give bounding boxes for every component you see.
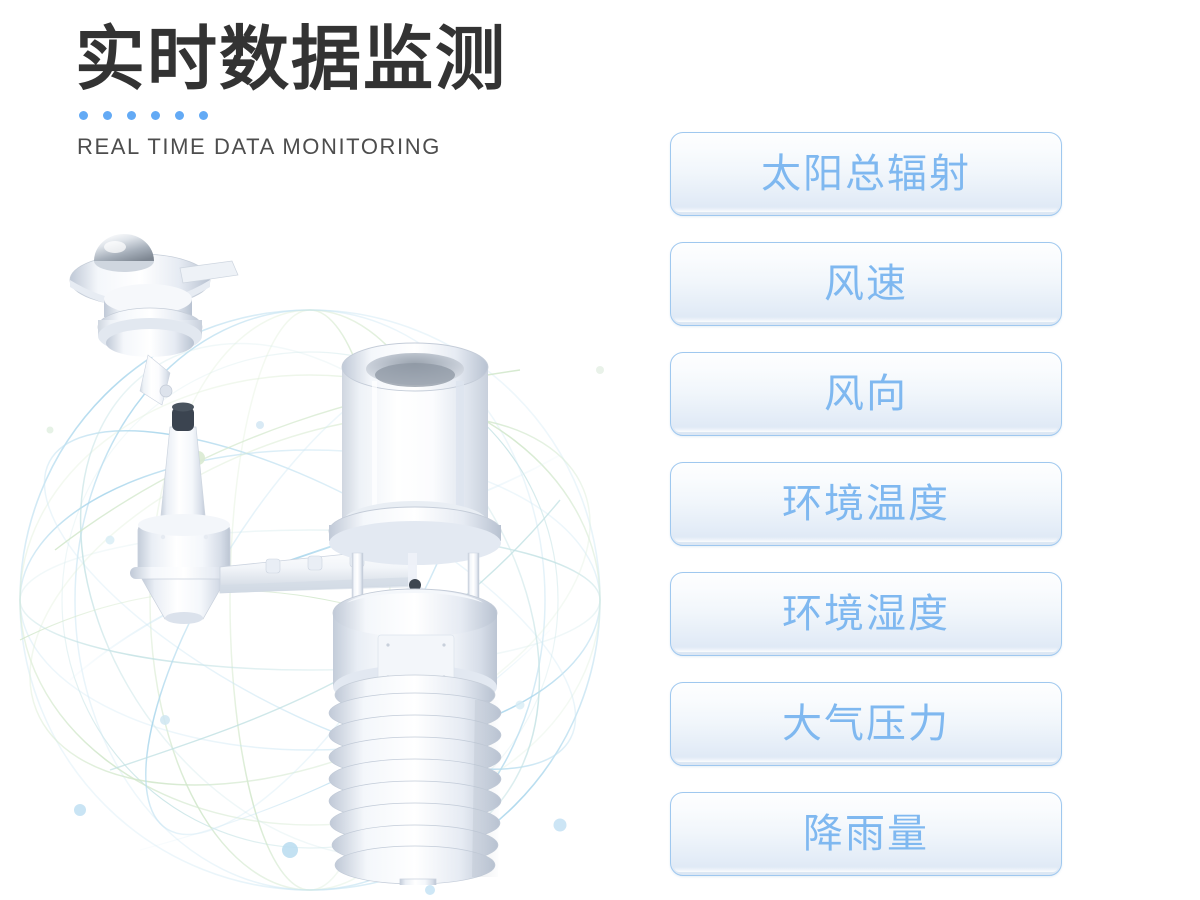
title-dot [151, 111, 160, 121]
title-dot [175, 111, 184, 121]
parameter-button-label: 风向 [824, 371, 908, 417]
page-subtitle: REAL TIME DATA MONITORING [77, 134, 441, 160]
background-globe-decoration [0, 250, 660, 900]
parameter-button-label: 环境湿度 [782, 591, 950, 637]
page-header: 实时数据监测 REAL TIME DATA MONITORING [75, 18, 635, 160]
page-title: 实时数据监测 [75, 18, 507, 100]
parameter-button-label: 太阳总辐射 [761, 151, 971, 197]
post-base-housing [130, 514, 238, 624]
parameter-button-list: 太阳总辐射 风速 风向 环境温度 环境湿度 大气压力 降雨量 [670, 132, 1062, 876]
sensor-post [159, 402, 207, 526]
parameter-button-ambient-temperature[interactable]: 环境温度 [670, 462, 1062, 546]
parameter-button-label: 环境温度 [782, 481, 950, 527]
parameter-button-solar-total-radiation[interactable]: 太阳总辐射 [670, 132, 1062, 216]
parameter-button-label: 大气压力 [782, 701, 950, 747]
cross-arm [219, 546, 417, 594]
weather-station-illustration [20, 195, 640, 885]
title-dots-decoration [79, 111, 635, 121]
title-dot [103, 111, 112, 121]
rain-gauge-funnel [328, 342, 502, 565]
background-node-dots [46, 366, 604, 895]
parameter-button-wind-speed[interactable]: 风速 [670, 242, 1062, 326]
parameter-button-wind-direction[interactable]: 风向 [670, 352, 1062, 436]
mounting-bracket [399, 878, 437, 885]
title-dot [79, 111, 88, 121]
parameter-button-label: 降雨量 [803, 811, 929, 857]
title-dot [127, 111, 136, 121]
parameter-button-label: 风速 [824, 261, 908, 307]
title-dot [199, 111, 208, 121]
pyranometer-assembly [69, 234, 239, 406]
ultrasonic-wind-sensor [332, 552, 498, 709]
parameter-button-rainfall[interactable]: 降雨量 [670, 792, 1062, 876]
parameter-button-atmospheric-pressure[interactable]: 大气压力 [670, 682, 1062, 766]
radiation-shield [328, 674, 502, 885]
parameter-button-ambient-humidity[interactable]: 环境湿度 [670, 572, 1062, 656]
